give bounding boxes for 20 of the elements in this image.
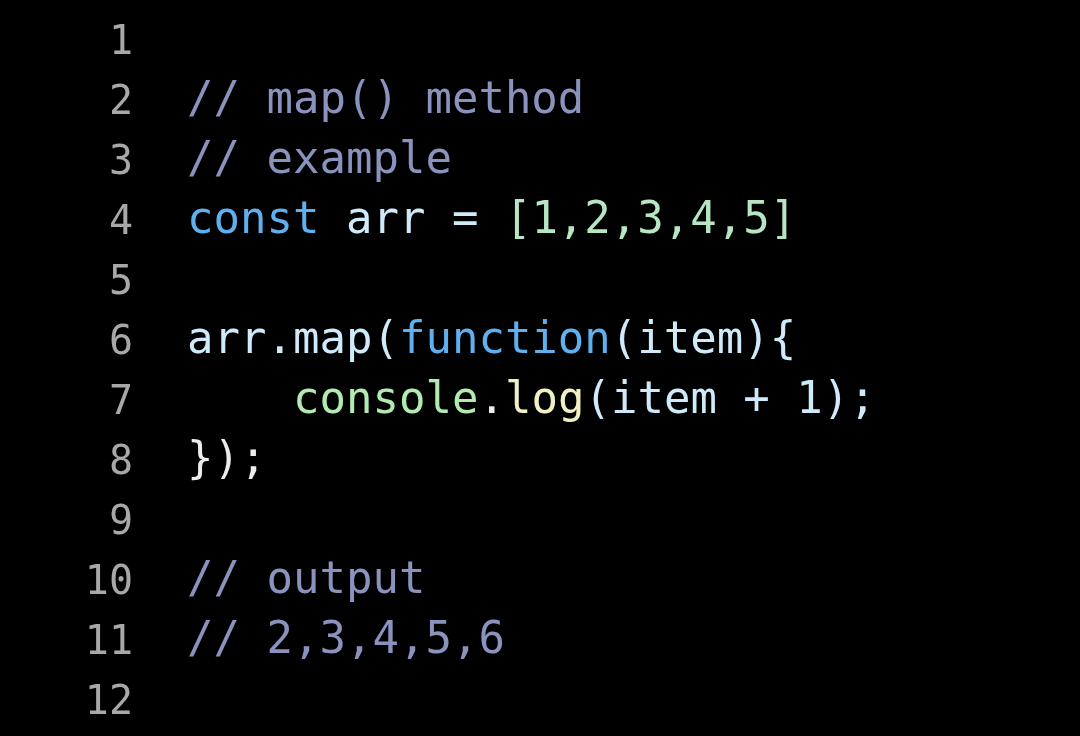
code-line: const arr = [1,2,3,4,5]: [187, 193, 797, 243]
line-number: 8: [107, 436, 133, 485]
code-line: console.log(item + 1);: [293, 373, 876, 423]
code-line: // 2,3,4,5,6: [187, 613, 505, 663]
line-number: 3: [107, 136, 133, 185]
code-line: // output: [187, 553, 426, 603]
line-number: 2: [107, 76, 133, 125]
line-number: 11: [83, 616, 133, 665]
code-line: // example: [187, 133, 452, 183]
line-number: 6: [107, 316, 133, 365]
line-number: 7: [107, 376, 133, 425]
line-number: 5: [107, 256, 133, 305]
line-number: 4: [107, 196, 133, 245]
line-number: 12: [83, 676, 133, 725]
line-number: 10: [83, 556, 133, 605]
line-number: 1: [107, 16, 133, 65]
code-line: arr.map(function(item){: [187, 313, 797, 363]
code-line: // map() method: [187, 73, 585, 123]
line-number: 9: [107, 496, 133, 545]
code-line: });: [187, 433, 267, 483]
